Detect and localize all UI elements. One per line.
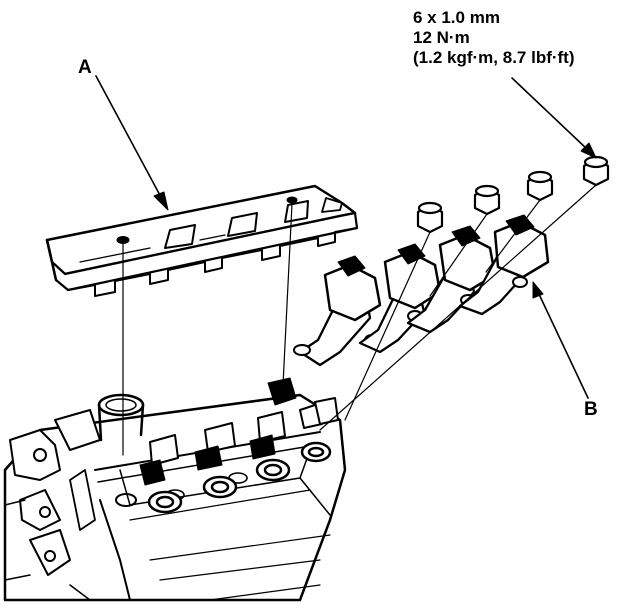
bolt-size-label: 6 x 1.0 mm — [413, 8, 500, 27]
alignment-lines-coils — [319, 184, 597, 431]
callout-arrow-torque — [511, 77, 597, 159]
cylinder-head — [3, 377, 347, 602]
bolt-1 — [416, 201, 444, 234]
ignition-coil-1 — [293, 255, 382, 367]
callout-arrow-b — [532, 281, 589, 399]
callout-arrow-a — [95, 75, 169, 211]
bolt-2 — [473, 184, 501, 216]
ignition-coil-3 — [406, 225, 497, 334]
mounting-bolts — [416, 155, 610, 234]
callout-a-label: A — [78, 57, 92, 78]
callout-b-label: B — [584, 399, 598, 420]
torque-nm-label: 12 N·m — [413, 28, 470, 47]
ignition-coil-cover — [45, 184, 359, 297]
bolt-4 — [582, 155, 610, 187]
alignment-lines-cover — [122, 203, 293, 456]
bolt-3 — [526, 170, 554, 202]
ignition-coil-assembly — [293, 214, 550, 367]
torque-alt-label: (1.2 kgf·m, 8.7 lbf·ft) — [413, 48, 575, 67]
